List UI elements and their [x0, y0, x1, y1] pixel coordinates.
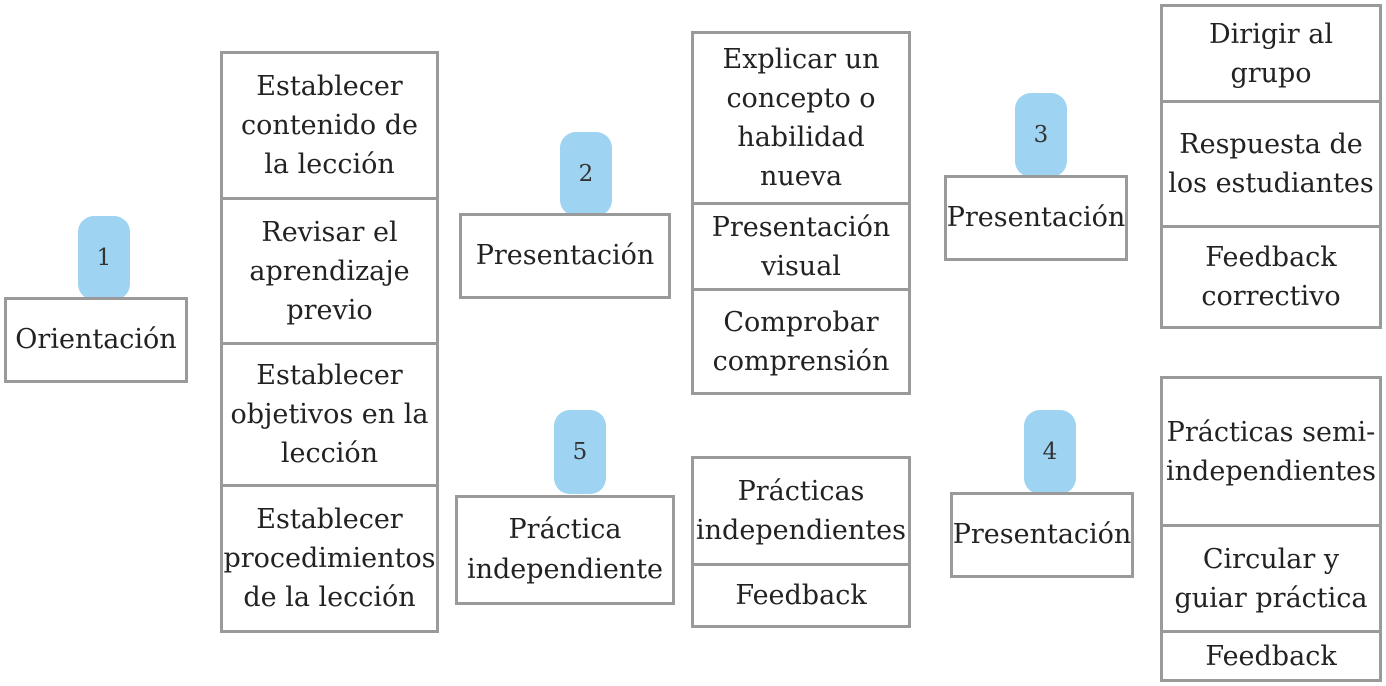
presentacion-2-steps: Explicar un concepto o habilidad nueva P… — [691, 31, 911, 395]
presentacion-2-step: Presentación visual — [694, 205, 908, 291]
stage-2-title: Presentación — [459, 213, 671, 299]
orientacion-step: Establecer objetivos en la lección — [223, 345, 436, 487]
stage-5-title-text: Práctica independiente — [466, 514, 664, 585]
presentacion-3-step: Respuesta de los estudiantes — [1163, 103, 1379, 228]
stage-1-title-text: Orientación — [15, 324, 177, 355]
stage-3-title: Presentación — [944, 175, 1128, 261]
presentacion-4-steps: Prácticas semi- independientes Circular … — [1160, 376, 1382, 682]
stage-4-badge: 4 — [1024, 410, 1076, 494]
presentacion-3-steps: Dirigir al grupo Respuesta de los estudi… — [1160, 4, 1382, 329]
stage-5-title: Práctica independiente — [455, 495, 675, 605]
stage-1-title: Orientación — [4, 297, 188, 383]
stage-4-title: Presentación — [950, 492, 1134, 578]
orientacion-step: Revisar el aprendizaje previo — [223, 200, 436, 345]
practica-5-step: Prácticas independientes — [694, 459, 908, 566]
orientacion-step: Establecer procedimientos de la lección — [223, 504, 436, 613]
practica-5-step: Feedback — [735, 580, 867, 611]
stage-4-title-text: Presentación — [952, 519, 1132, 550]
presentacion-4-step: Prácticas semi- independientes — [1163, 379, 1379, 527]
presentacion-4-step: Feedback — [1205, 640, 1337, 672]
stage-1-badge: 1 — [78, 216, 130, 300]
orientacion-steps: Establecer contenido de la lección Revis… — [220, 51, 439, 633]
presentacion-2-step: Comprobar comprensión — [712, 306, 890, 377]
practica-5-steps: Prácticas independientes Feedback — [691, 456, 911, 628]
presentacion-3-step: Feedback correctivo — [1201, 242, 1341, 312]
presentacion-4-step: Circular y guiar práctica — [1163, 527, 1379, 633]
presentacion-2-step: Explicar un concepto o habilidad nueva — [694, 34, 908, 205]
stage-2-title-text: Presentación — [475, 240, 655, 271]
presentacion-3-step: Dirigir al grupo — [1163, 7, 1379, 103]
stage-3-title-text: Presentación — [946, 202, 1126, 233]
stage-5-badge: 5 — [554, 410, 606, 494]
orientacion-step: Establecer contenido de la lección — [223, 54, 436, 200]
stage-3-badge: 3 — [1015, 93, 1067, 177]
stage-2-badge: 2 — [560, 132, 612, 216]
